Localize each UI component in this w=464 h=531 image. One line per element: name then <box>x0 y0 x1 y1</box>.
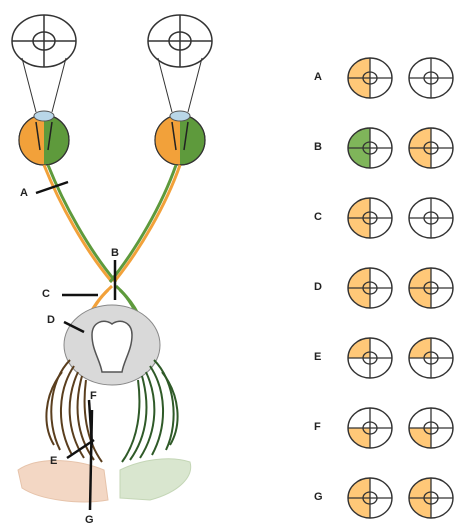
field-icon-g-left-eye <box>348 478 392 518</box>
field-defect-icons <box>348 58 453 518</box>
field-icon-f-right-eye <box>409 408 453 448</box>
lesion-label-b: B <box>111 247 119 259</box>
field-icon-d-right-eye <box>409 268 453 308</box>
field-icon-c-left-eye <box>348 198 392 238</box>
lesion-label-e: E <box>50 455 57 467</box>
lesion-label-c: C <box>42 288 50 300</box>
field-icon-g-right-eye <box>409 478 453 518</box>
field-icon-e-right-eye <box>409 338 453 378</box>
row-label-c: C <box>314 211 322 223</box>
row-label-f: F <box>314 421 321 433</box>
right-visual-cortex <box>120 459 191 500</box>
lesion-label-f: F <box>90 390 97 402</box>
field-icon-b-right-eye <box>409 128 453 168</box>
field-icon-f-left-eye <box>348 408 392 448</box>
row-label-d: D <box>314 281 322 293</box>
row-label-a: A <box>314 71 322 83</box>
field-icon-d-left-eye <box>348 268 392 308</box>
lesion-label-a: A <box>20 187 28 199</box>
left-visual-field-target <box>12 15 76 67</box>
row-label-g: G <box>314 491 323 503</box>
left-visual-cortex <box>18 461 108 502</box>
field-icon-c-right-eye <box>409 198 453 238</box>
lesion-label-d: D <box>47 314 55 326</box>
row-label-b: B <box>314 141 322 153</box>
field-icon-b-left-eye <box>348 128 392 168</box>
field-icon-a-left-eye <box>348 58 392 98</box>
field-icon-a-right-eye <box>409 58 453 98</box>
left-eye <box>19 111 69 165</box>
row-label-e: E <box>314 351 321 363</box>
right-visual-field-target <box>148 15 212 67</box>
field-icon-e-left-eye <box>348 338 392 378</box>
right-eye <box>155 111 205 165</box>
lesion-label-g: G <box>85 514 94 526</box>
